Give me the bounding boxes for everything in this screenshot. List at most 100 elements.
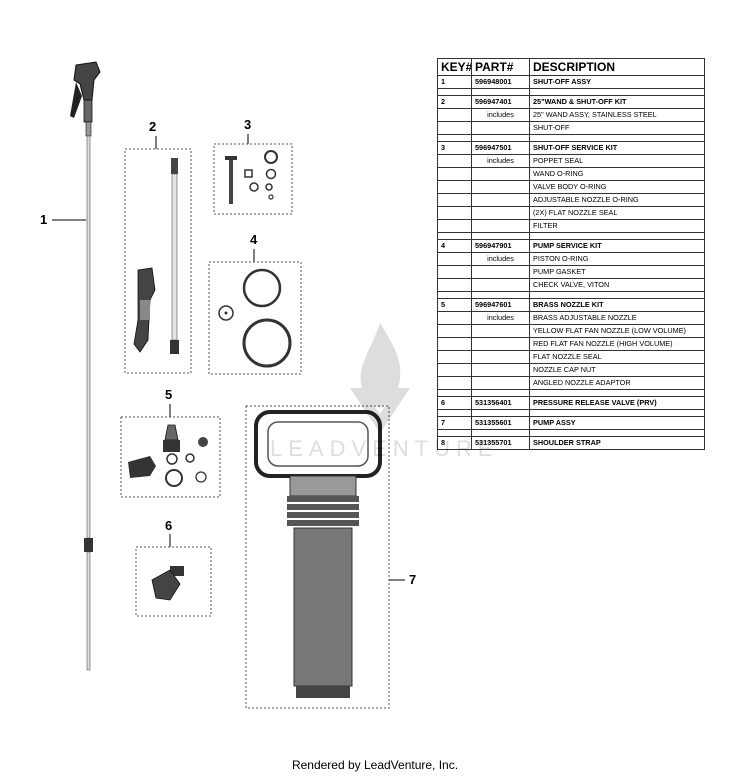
footer-credit: Rendered by LeadVenture, Inc. <box>291 758 459 772</box>
cell-key <box>437 219 472 233</box>
cell-description: 25" WAND ASSY, STAINLESS STEEL <box>529 108 705 122</box>
spacer-cell <box>437 291 472 299</box>
cell-key <box>437 311 472 325</box>
cell-part <box>471 265 530 279</box>
spacer-cell <box>529 429 705 437</box>
header-part: PART# <box>471 58 530 76</box>
spacer-cell <box>471 232 530 240</box>
cell-key <box>437 108 472 122</box>
table-spacer-row <box>437 88 705 96</box>
spacer-cell <box>437 134 472 142</box>
cell-key <box>437 324 472 338</box>
cell-description: PUMP GASKET <box>529 265 705 279</box>
table-row: VALVE BODY O-RING <box>437 180 705 194</box>
cell-part: 596947901 <box>471 239 530 253</box>
cell-description: CHECK VALVE, VITON <box>529 278 705 292</box>
cell-part <box>471 193 530 207</box>
cell-part <box>471 350 530 364</box>
cell-part <box>471 180 530 194</box>
part-5-nozzle-kit: 5 <box>120 387 221 498</box>
spacer-cell <box>529 134 705 142</box>
cell-key: 7 <box>437 416 472 430</box>
spacer-cell <box>437 389 472 397</box>
cell-part: includes <box>471 108 530 122</box>
cell-description: SHOULDER STRAP <box>529 436 705 450</box>
cell-description: FILTER <box>529 219 705 233</box>
cell-description: (2X) FLAT NOZZLE SEAL <box>529 206 705 220</box>
cell-part <box>471 337 530 351</box>
cell-part: includes <box>471 252 530 266</box>
cell-description: PISTON O-RING <box>529 252 705 266</box>
table-row: ADJUSTABLE NOZZLE O-RING <box>437 193 705 207</box>
callout-1: 1 <box>40 212 47 227</box>
cell-key: 2 <box>437 95 472 109</box>
table-spacer-row <box>437 134 705 142</box>
cell-key <box>437 167 472 181</box>
cell-part <box>471 376 530 390</box>
table-spacer-row <box>437 409 705 417</box>
cell-part: 596947401 <box>471 95 530 109</box>
cell-description: ANGLED NOZZLE ADAPTOR <box>529 376 705 390</box>
cell-key <box>437 121 472 135</box>
callout-5: 5 <box>165 387 172 402</box>
cell-key: 1 <box>437 75 472 89</box>
table-spacer-row <box>437 389 705 397</box>
header-description: DESCRIPTION <box>529 58 705 76</box>
spacer-cell <box>471 409 530 417</box>
table-row: YELLOW FLAT FAN NOZZLE (LOW VOLUME) <box>437 324 705 338</box>
cell-part <box>471 324 530 338</box>
table-row: PUMP GASKET <box>437 265 705 279</box>
cell-description: BRASS ADJUSTABLE NOZZLE <box>529 311 705 325</box>
cell-part <box>471 363 530 377</box>
cell-description: FLAT NOZZLE SEAL <box>529 350 705 364</box>
spacer-cell <box>471 88 530 96</box>
spacer-cell <box>471 389 530 397</box>
table-row: ANGLED NOZZLE ADAPTOR <box>437 376 705 390</box>
spacer-cell <box>437 232 472 240</box>
cell-part: 596947501 <box>471 141 530 155</box>
spacer-cell <box>437 429 472 437</box>
part-2-wand-kit: 2 <box>124 119 192 374</box>
part-3-service-kit: 3 <box>213 117 293 215</box>
spacer-cell <box>471 134 530 142</box>
callout-3: 3 <box>244 117 251 132</box>
cell-description: PUMP SERVICE KIT <box>529 239 705 253</box>
cell-part: 531355701 <box>471 436 530 450</box>
callout-4: 4 <box>250 232 258 247</box>
spacer-cell <box>529 88 705 96</box>
cell-key <box>437 252 472 266</box>
table-row: SHUT-OFF <box>437 121 705 135</box>
cell-part <box>471 278 530 292</box>
table-row: RED FLAT FAN NOZZLE (HIGH VOLUME) <box>437 337 705 351</box>
cell-part: includes <box>471 311 530 325</box>
cell-description: WAND O-RING <box>529 167 705 181</box>
cell-part <box>471 219 530 233</box>
part-7-pump-assy: 7 <box>245 405 416 709</box>
callout-7: 7 <box>409 572 416 587</box>
cell-description: SHUT-OFF <box>529 121 705 135</box>
spacer-cell <box>471 291 530 299</box>
cell-key <box>437 376 472 390</box>
table-row: NOZZLE CAP NUT <box>437 363 705 377</box>
table-row: WAND O-RING <box>437 167 705 181</box>
flame-logo-icon <box>350 323 410 433</box>
table-row: FILTER <box>437 219 705 233</box>
spacer-cell <box>437 409 472 417</box>
cell-part: 531355601 <box>471 416 530 430</box>
cell-part: 596947601 <box>471 298 530 312</box>
cell-key <box>437 154 472 168</box>
spacer-cell <box>471 429 530 437</box>
table-row: (2X) FLAT NOZZLE SEAL <box>437 206 705 220</box>
